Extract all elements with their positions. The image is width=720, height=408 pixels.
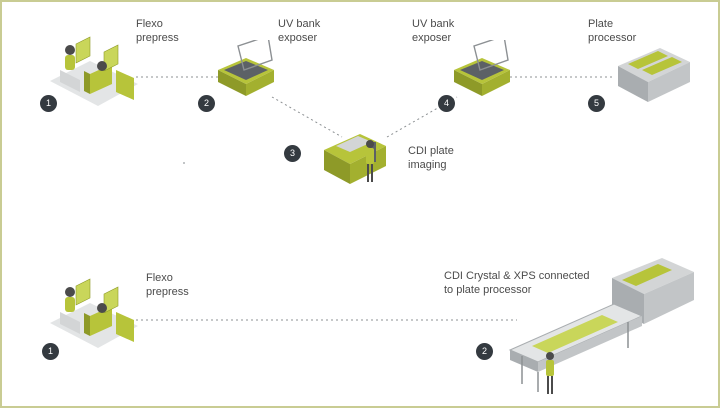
step-label-line1: Flexo [136, 18, 163, 30]
connected-line-icon [508, 258, 694, 394]
step-label-line1: UV bank [278, 18, 321, 30]
connector-3-4 [386, 96, 458, 138]
plate-processor-icon [618, 48, 690, 102]
step-badge: 1 [42, 343, 59, 360]
connector-2-3 [271, 96, 343, 138]
marker-dot [183, 162, 185, 164]
step-label-line2: prepress [146, 286, 189, 298]
cdi-imager-icon [324, 134, 386, 184]
step-badge: 4 [438, 95, 455, 112]
step-badge: 5 [588, 95, 605, 112]
step-label-line1: CDI Crystal & XPS connected [444, 270, 590, 282]
uv-exposer-icon [218, 40, 274, 96]
step-label-line1: Flexo [146, 272, 173, 284]
uv-exposer-icon [454, 40, 510, 96]
step-label-line1: Plate [588, 18, 614, 30]
step-label-line2: processor [588, 32, 637, 44]
step-label-line2: exposer [278, 32, 318, 44]
step-badge: 1 [40, 95, 57, 112]
step-label-line2: imaging [408, 159, 447, 171]
step-badge: 2 [476, 343, 493, 360]
step-badge: 3 [284, 145, 301, 162]
step-label-line2: prepress [136, 32, 179, 44]
step-label-line1: UV bank [412, 18, 455, 30]
step-label-line1: CDI plate [408, 145, 454, 157]
prepress-workstation-icon [50, 278, 138, 348]
step-label-line2: exposer [412, 32, 452, 44]
prepress-workstation-icon [50, 36, 138, 106]
step-label-line2: to plate processor [444, 284, 532, 296]
step-badge: 2 [198, 95, 215, 112]
